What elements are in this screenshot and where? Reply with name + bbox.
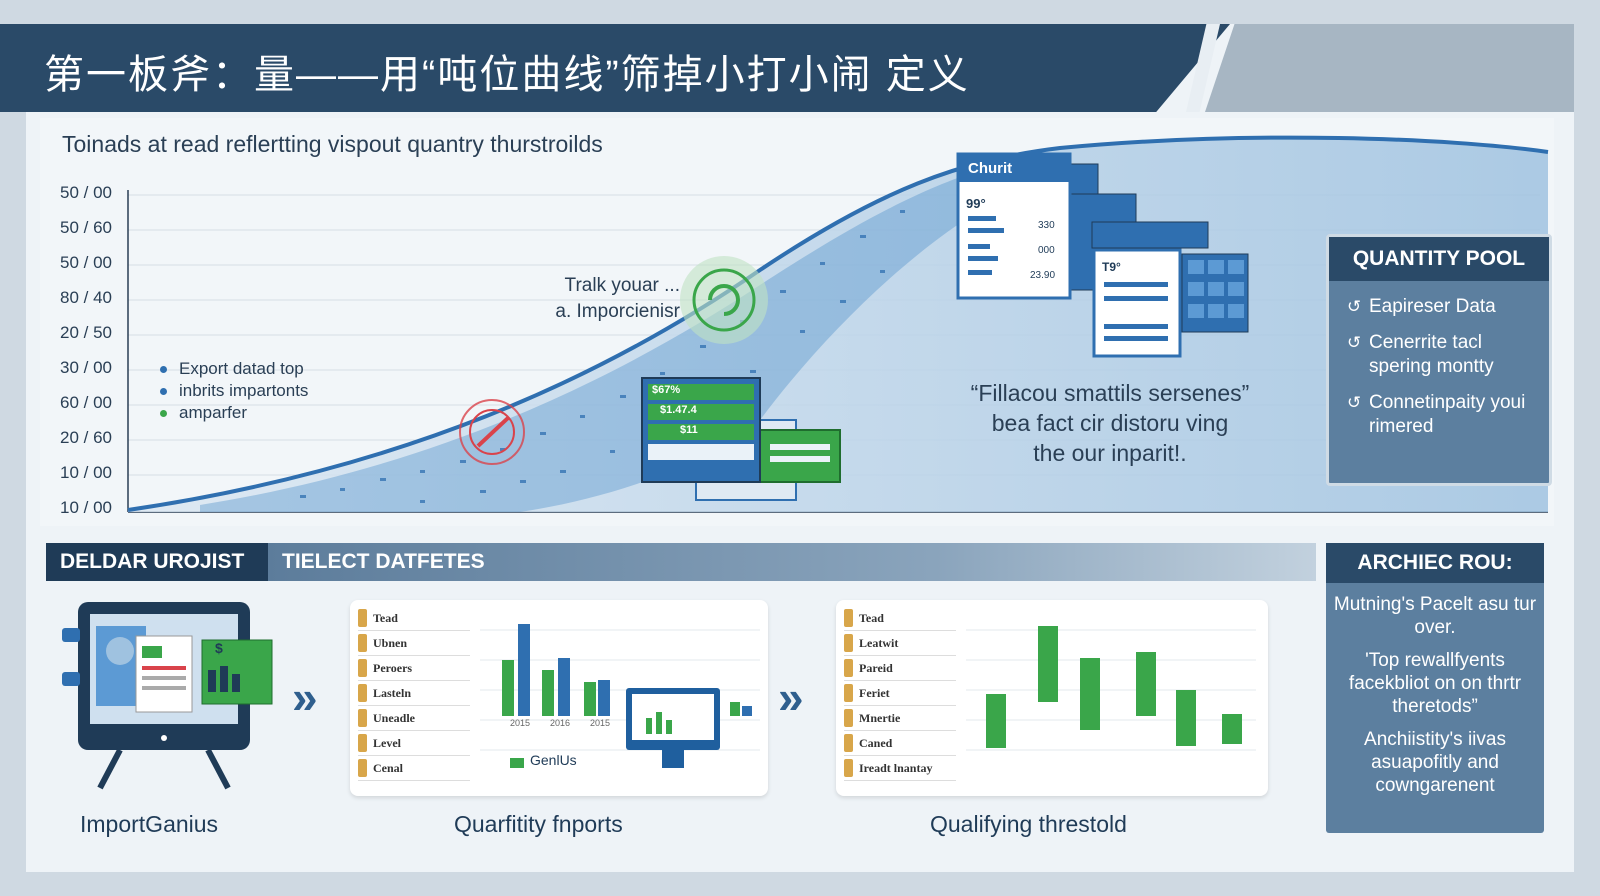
green-card-row: $11 [680,424,698,436]
flow-arrow-icon: » [778,671,803,723]
list-item: Ireadt lnantay [844,756,956,781]
section-band: DELDAR UROJIST TIELECT DATFETES [46,543,1316,581]
card-row-value: 000 [1038,245,1055,256]
green-card-row: $67% [652,384,681,396]
pool-item: Eapireser Data [1347,295,1539,319]
pool-item: Cenerrite tacl spering montty [1347,331,1539,379]
y-tick-label: 50 / 60 [60,218,112,237]
list-item: Pareid [844,656,956,681]
quantity-imports-panel: Tead Ubnen Peroers Lasteln Uneadle Level… [350,600,768,796]
quantity-pool-list: Eapireser Data Cenerrite tacl spering mo… [1329,295,1549,439]
y-tick-label: 60 / 00 [60,393,112,412]
list-item: Caned [844,731,956,756]
importganius-caption: ImportGanius [80,811,219,837]
section-label-right: TIELECT DATFETES [282,550,485,573]
y-tick-label: 10 / 00 [60,463,112,482]
quantity-pool-title: QUANTITY POOL [1329,237,1549,281]
archive-paragraph: Mutning's Pacelt asu tur over. [1333,594,1537,638]
threshold-list: Tead Leatwit Pareid Feriet Mnertie Caned… [844,606,956,781]
y-tick-label: 80 / 40 [60,288,112,307]
page-title: 第一板斧：量——用“吨位曲线”筛掉小打小闹 定义 [44,53,970,97]
curve-speckle-band [200,170,980,512]
y-tick-label: 50 / 00 [60,183,112,202]
imports-list: Tead Ubnen Peroers Lasteln Uneadle Level… [358,606,470,781]
legend-item: inbrits impartonts [160,380,308,402]
archive-panel: ARCHIEC ROU: Mutning's Pacelt asu tur ov… [1326,543,1544,833]
list-item: Ubnen [358,631,470,656]
card-big-value: 99° [966,196,986,211]
list-item: Mnertie [844,706,956,731]
card-row-value: 23.90 [1030,270,1056,281]
legend-dot-icon [160,387,167,395]
dashboard-card-stack [956,152,1249,358]
x-tick-label: 2015 [510,718,531,728]
y-tick-label: 10 / 00 [60,498,112,517]
imports-bar-graphic [480,624,760,768]
list-item: Peroers [358,656,470,681]
chart-subtitle: Toinads at read reflertting vispout quan… [62,131,603,157]
list-item: Lasteln [358,681,470,706]
flow-arrow-icon: » [292,671,317,723]
title-band [0,24,1230,112]
section-label-left: DELDAR UROJIST [46,543,268,581]
y-tick-label: 50 / 00 [60,253,112,272]
legend-item: amparfer [160,402,308,424]
qualifying-threshold-caption: Qualifying threstold [930,811,1127,837]
tonnage-curve-line [127,135,1549,512]
chart-legend: Export datad top inbrits impartonts ampa… [160,358,308,424]
red-target-icon [459,399,525,465]
curve-quote: “Fillacou smattils sersenes” bea fact ci… [970,380,1250,466]
list-item: Tead [844,606,956,631]
qualifying-threshold-panel: Tead Leatwit Pareid Feriet Mnertie Caned… [836,600,1268,796]
list-item: Cenal [358,756,470,781]
list-item: Leatwit [844,631,956,656]
green-data-card [641,377,841,501]
card-mid-value: T9° [1102,260,1121,274]
archive-paragraph: 'Top rewallfyents facekbliot on on thrtr… [1348,650,1522,717]
archive-title: ARCHIEC ROU: [1326,543,1544,583]
list-item: Uneadle [358,706,470,731]
archive-paragraph: Anchiistity's iivas asuapofitly and cown… [1364,729,1506,796]
quantity-pool-panel: QUANTITY POOL Eapireser Data Cenerrite t… [1326,234,1552,486]
y-tick-label: 20 / 60 [60,428,112,447]
x-tick-label: 2015 [590,718,611,728]
list-item: Level [358,731,470,756]
list-item: Feriet [844,681,956,706]
card-header-label: Churit [968,160,1013,177]
x-tick-label: 2016 [550,718,571,728]
green-card-row: $1.47.4 [660,404,697,416]
monitor-price-label: $ [215,640,223,656]
title-band-accent [1205,24,1574,112]
legend-dot-icon [160,409,167,417]
legend-dot-icon [160,365,167,373]
legend-item: Export datad top [160,358,308,380]
card-row-value: 330 [1038,220,1055,231]
y-tick-label: 30 / 00 [60,358,112,377]
pool-item: Connetinpaity youi rimered [1347,391,1539,439]
monitor-illustration [62,602,273,790]
y-tick-label: 20 / 50 [60,323,112,342]
curve-callout: Tralk youar ... a. Imporcienisr [555,275,680,322]
quantity-imports-caption: Quarfitity fnports [454,811,623,837]
green-refresh-icon [680,256,768,344]
list-item: Tead [358,606,470,631]
imports-legend-label: GenlUs [530,752,577,768]
threshold-bar-graphic [966,626,1256,751]
